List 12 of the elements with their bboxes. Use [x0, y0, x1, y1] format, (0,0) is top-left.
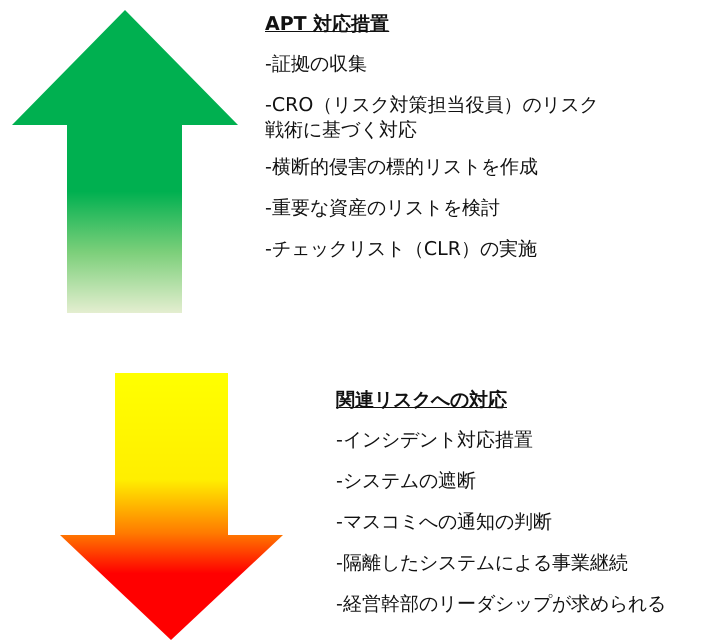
- list-item: -マスコミへの通知の判断: [336, 510, 553, 535]
- list-item: -経営幹部のリーダシップが求められる: [336, 592, 667, 617]
- list-item: -システムの遮断: [336, 469, 477, 494]
- list-item: -証拠の収集: [265, 52, 368, 77]
- section-heading: APT 対応措置: [265, 12, 390, 37]
- list-item: -隔離したシステムによる事業継続: [336, 551, 629, 576]
- section-heading: 関連リスクへの対応: [336, 388, 508, 413]
- list-item: -横断的侵害の標的リストを作成: [265, 155, 539, 180]
- list-item: -インシデント対応措置: [336, 428, 534, 453]
- list-item: -CRO（リスク対策担当役員）のリスク戦術に基づく対応: [265, 93, 600, 143]
- list-item: -チェックリスト（CLR）の実施: [265, 237, 538, 262]
- list-item: -重要な資産のリストを検討: [265, 196, 501, 221]
